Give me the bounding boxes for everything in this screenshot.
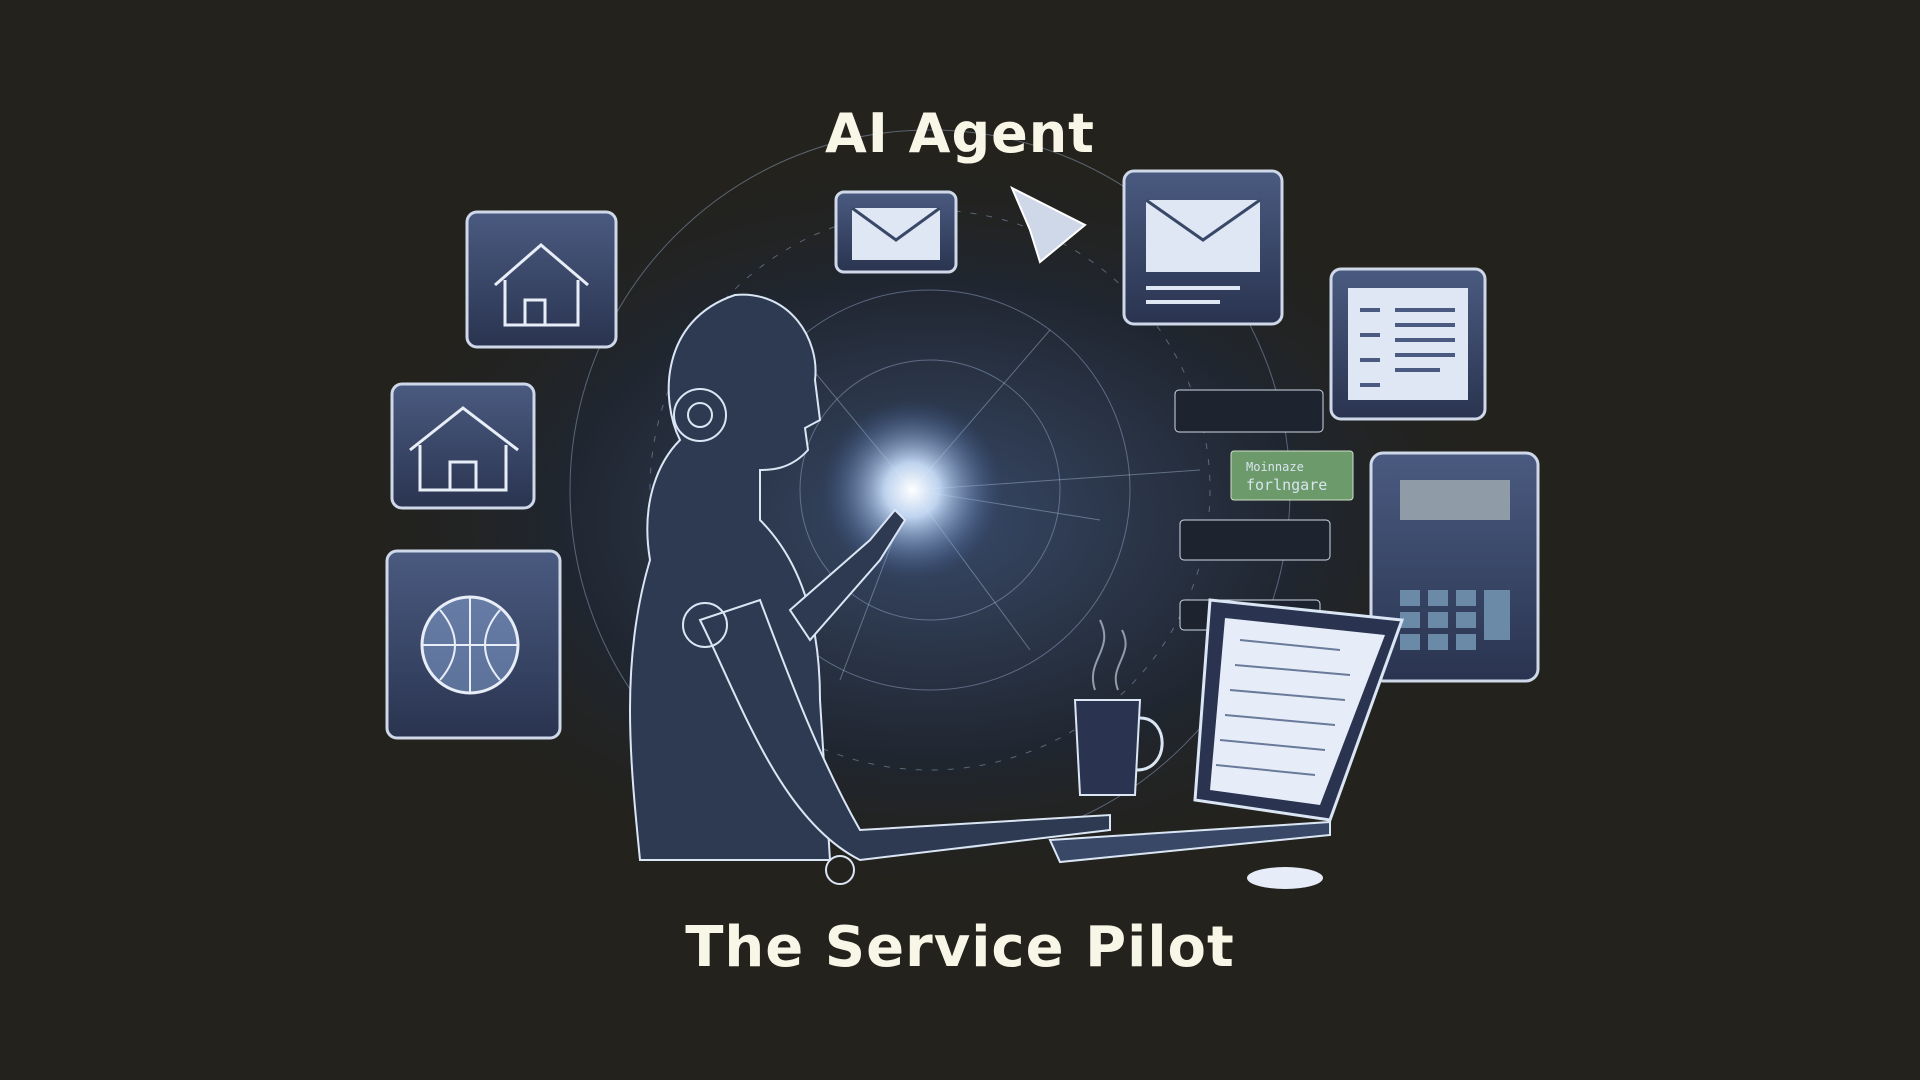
house-panel-2 <box>390 382 536 510</box>
laptop <box>1048 598 1405 889</box>
tag-line2: forlngare <box>1246 476 1327 494</box>
send-arrow-icon <box>1009 185 1087 264</box>
document-icon <box>1348 288 1468 400</box>
mail-panel-large <box>1122 169 1284 326</box>
envelope-icon <box>852 208 940 260</box>
green-tag <box>1230 450 1354 501</box>
robot-figure <box>629 293 1111 885</box>
tag-line1: Moinnaze <box>1246 460 1304 474</box>
coffee-mug <box>1073 619 1164 796</box>
document-panel <box>1329 267 1487 421</box>
mouse <box>1247 867 1323 889</box>
house-icon <box>409 406 519 492</box>
globe-panel <box>385 549 562 740</box>
house-icon <box>494 243 589 327</box>
title: AI Agent <box>824 102 1095 165</box>
calculator-panel <box>1369 451 1540 683</box>
glow-orb <box>822 400 1002 580</box>
laptop-screen <box>1210 618 1385 805</box>
calculator-display <box>1400 480 1510 520</box>
subtitle: The Service Pilot <box>685 915 1235 980</box>
mail-panel-small <box>834 190 958 274</box>
house-panel-1 <box>465 210 618 349</box>
